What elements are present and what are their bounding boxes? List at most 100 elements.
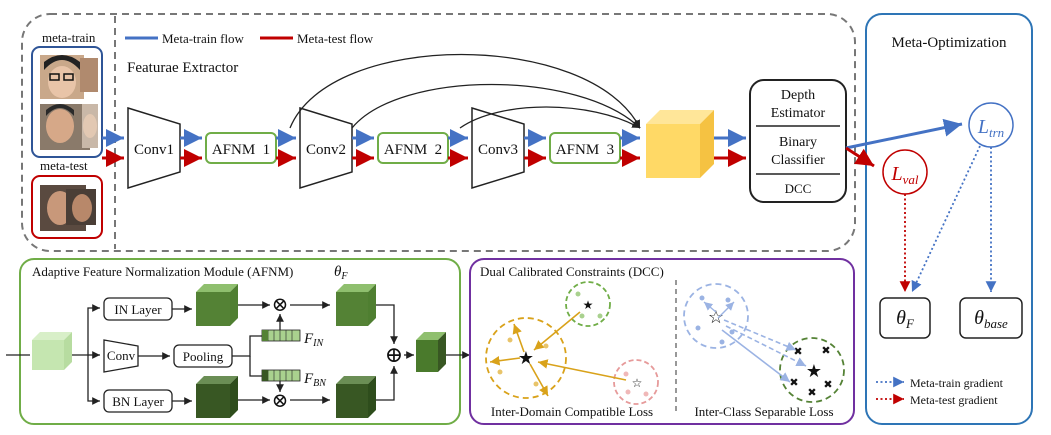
afnm-branch-in bbox=[72, 304, 100, 356]
meta-opt-title: Meta-Optimization bbox=[892, 35, 1007, 51]
add-icon: ⊕ bbox=[385, 342, 403, 367]
afnm-theta-sub: F bbox=[340, 271, 348, 282]
svg-text:✖: ✖ bbox=[789, 377, 798, 389]
feature-cube bbox=[646, 110, 714, 178]
train-arrow-to-ltrn bbox=[845, 118, 963, 150]
conv1-block bbox=[127, 106, 181, 190]
afnm-title: Adaptive Feature Normalization Module (A… bbox=[32, 264, 293, 279]
pooling-label: Pooling bbox=[183, 349, 224, 364]
afnm3-label: AFNM 3 bbox=[556, 142, 614, 158]
legend-test-label: Meta-test flow bbox=[297, 31, 374, 46]
afnm-sum-bn bbox=[376, 366, 398, 401]
extractor-title: Featurae Extractor bbox=[127, 60, 238, 76]
f-in-weight-bar bbox=[261, 329, 301, 342]
blue-center-star: ☆ bbox=[708, 307, 724, 327]
theta-base-sub: base bbox=[984, 316, 1008, 331]
dcc-title: Dual Calibrated Constraints (DCC) bbox=[480, 264, 664, 279]
l-trn-label: Ltrn bbox=[977, 116, 1004, 140]
skip-arc-mid bbox=[351, 83, 641, 129]
f-bn-weight-bar bbox=[261, 369, 301, 382]
depth-estimator-line2: Estimator bbox=[771, 106, 826, 121]
l-val-label: Lval bbox=[890, 163, 918, 187]
extractor-frame bbox=[21, 13, 856, 252]
conv3-block bbox=[471, 106, 525, 190]
dcc-head-label: DCC bbox=[785, 181, 812, 196]
conv1-label: Conv1 bbox=[134, 142, 174, 158]
afnm1-label: AFNM 1 bbox=[212, 142, 270, 158]
theta-f-base: θ bbox=[896, 307, 906, 329]
meta-train-face-images bbox=[40, 55, 98, 150]
theta-f-label: θF bbox=[896, 307, 915, 331]
dcc-loss-left-label: Inter-Domain Compatible Loss bbox=[491, 404, 653, 419]
meta-train-label: meta-train bbox=[42, 30, 96, 45]
in-layer-label: IN Layer bbox=[114, 302, 162, 317]
afnm-conv-label: Conv bbox=[107, 348, 136, 363]
class-cluster-green bbox=[779, 337, 845, 403]
domain-center-star: ★ bbox=[518, 348, 534, 368]
l-trn-sub: trn bbox=[989, 125, 1004, 140]
afnm1-block bbox=[205, 132, 277, 164]
svg-text:✖: ✖ bbox=[793, 346, 802, 358]
meta-test-box bbox=[31, 175, 103, 239]
afnm-branch-bn bbox=[87, 355, 100, 405]
heads-box bbox=[749, 79, 847, 203]
afnm-sum-in bbox=[376, 304, 398, 344]
svg-text:✖: ✖ bbox=[807, 387, 816, 399]
l-val-sub: val bbox=[903, 172, 919, 187]
legend-test-gradient-label: Meta-test gradient bbox=[910, 393, 998, 407]
l-val-base: L bbox=[890, 163, 902, 185]
green-class-star: ★ bbox=[806, 361, 822, 381]
afnm-pool-to-weights bbox=[232, 335, 262, 357]
conv2-block bbox=[299, 106, 353, 190]
svg-text:✖: ✖ bbox=[821, 345, 830, 357]
afnm2-label: AFNM 2 bbox=[384, 142, 442, 158]
theta-f-box bbox=[879, 297, 931, 339]
theta-base-label: θbase bbox=[974, 307, 1008, 331]
in-feature-cube bbox=[196, 284, 238, 326]
afnm-pool-to-weights-bn bbox=[249, 356, 262, 377]
domain-pull-arrows bbox=[489, 311, 627, 397]
legend-train-label: Meta-train flow bbox=[162, 31, 245, 46]
f-bn-label: FBN bbox=[303, 371, 327, 389]
class-sample-dots: ✖ ✖ ✖ ✖ ✖ bbox=[695, 295, 833, 399]
binary-classifier-line1: Binary bbox=[779, 135, 817, 150]
dcc-frame bbox=[469, 258, 855, 425]
f-bn-base: F bbox=[303, 371, 314, 387]
weighted-in-cube bbox=[336, 284, 376, 326]
afnm-theta: θF bbox=[334, 264, 348, 282]
afnm-input-cube bbox=[32, 332, 72, 370]
multiply-bn-icon: ⊗ bbox=[272, 390, 289, 412]
conv-trapezoid bbox=[103, 339, 139, 373]
theta-base-base: θ bbox=[974, 307, 984, 329]
domain-cluster-pink bbox=[613, 359, 659, 405]
domain-cluster-green bbox=[565, 281, 611, 327]
afnm2-block bbox=[377, 132, 449, 164]
afnm-theta-base: θ bbox=[334, 264, 342, 280]
conv2-label: Conv2 bbox=[306, 142, 346, 158]
weighted-bn-cube bbox=[336, 376, 376, 418]
depth-estimator-line1: Depth bbox=[781, 88, 815, 103]
legend-train-gradient-label: Meta-train gradient bbox=[910, 376, 1004, 390]
dcc-loss-right-label: Inter-Class Separable Loss bbox=[694, 404, 833, 419]
skip-arc-long bbox=[289, 53, 641, 129]
bn-feature-cube bbox=[196, 376, 238, 418]
f-in-base: F bbox=[303, 331, 314, 347]
meta-test-label: meta-test bbox=[40, 158, 88, 173]
svg-text:✖: ✖ bbox=[823, 379, 832, 391]
meta-test-face-images bbox=[40, 185, 96, 231]
binary-classifier-line2: Classifier bbox=[771, 153, 825, 168]
conv3-label: Conv3 bbox=[478, 142, 518, 158]
l-trn-base: L bbox=[977, 116, 989, 138]
afnm-output-cube bbox=[416, 332, 446, 372]
theta-base-box bbox=[959, 297, 1023, 339]
skip-arc-short bbox=[459, 106, 641, 129]
domain-sample-dots bbox=[497, 291, 649, 397]
multiply-in-icon: ⊗ bbox=[272, 294, 289, 316]
f-in-sub: IN bbox=[312, 338, 324, 349]
afnm-frame bbox=[19, 258, 461, 425]
green-center-star: ★ bbox=[583, 298, 594, 312]
f-bn-sub: BN bbox=[313, 378, 327, 389]
pink-center-star: ☆ bbox=[632, 376, 643, 390]
test-arrow-to-lval bbox=[845, 146, 875, 168]
